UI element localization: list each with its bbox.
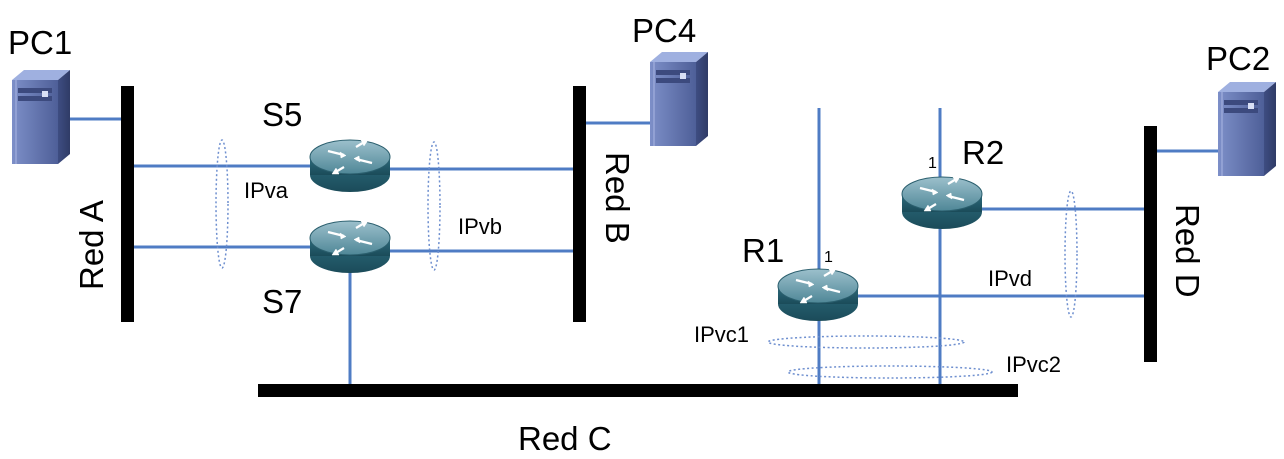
router-icon[interactable] (902, 177, 982, 229)
ipva-label: IPva (244, 178, 289, 203)
ipva-ellipse (216, 140, 228, 268)
red-b-label: Red B (599, 152, 636, 244)
s7-label: S7 (262, 283, 302, 320)
pc2-label: PC2 (1206, 40, 1270, 77)
r1-port-label: 1 (824, 249, 833, 266)
ipvc1-ellipse (768, 336, 964, 348)
pc1-label: PC1 (8, 24, 72, 61)
links (66, 108, 1218, 386)
r2-label: R2 (962, 134, 1004, 171)
red-d-label: Red D (1169, 204, 1206, 298)
s5-label: S5 (262, 96, 302, 133)
pc-tower-icon[interactable] (12, 70, 70, 164)
ipvc1-label: IPvc1 (694, 322, 749, 347)
pc-tower-icon[interactable] (1218, 82, 1276, 176)
red-a-label: Red A (73, 200, 110, 290)
pc-tower-icon[interactable] (650, 52, 708, 146)
router-icon[interactable] (310, 221, 390, 273)
red-c-label: Red C (518, 420, 612, 454)
red-b-bus (573, 86, 586, 322)
ipvb-label: IPvb (458, 214, 502, 239)
red-d-bus (1144, 126, 1157, 362)
r2-port-label: 1 (928, 155, 937, 172)
router-icon[interactable] (778, 269, 858, 321)
ipvd-label: IPvd (988, 266, 1032, 291)
r1-label: R1 (742, 232, 784, 269)
router-icon[interactable] (310, 140, 390, 192)
ipvc2-label: IPvc2 (1006, 352, 1061, 377)
red-a-bus (121, 86, 134, 322)
pc4-label: PC4 (632, 12, 696, 49)
red-c-bus (258, 384, 1018, 397)
